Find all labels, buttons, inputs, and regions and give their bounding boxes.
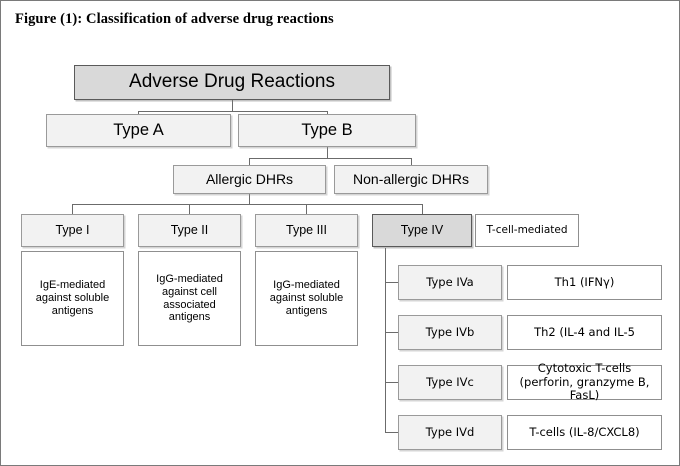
connector-allergic-to-type2 [189, 204, 190, 214]
connector-root-bus [138, 111, 327, 112]
connector-allergic-to-type1 [72, 204, 73, 214]
node-type-4a[interactable]: Type IVa [398, 265, 502, 300]
connector-type4-to-4d [385, 432, 398, 433]
node-type-a[interactable]: Type A [46, 114, 231, 147]
node-type-4b[interactable]: Type IVb [398, 315, 502, 350]
connector-root-to-type-b [327, 111, 328, 115]
node-non-allergic-dhrs[interactable]: Non-allergic DHRs [334, 165, 488, 194]
node-type-4c[interactable]: Type IVc [398, 365, 502, 400]
connector-type4-trunk [385, 248, 386, 433]
connector-type4-to-4b [385, 332, 398, 333]
node-type-4[interactable]: Type IV [372, 214, 472, 247]
node-type-4a-description: Th1 (IFNγ) [507, 265, 662, 300]
node-type-4d[interactable]: Type IVd [398, 415, 502, 450]
connector-typeb-bus [249, 158, 411, 159]
connector-root-to-type-a [138, 111, 139, 115]
figure-title: Figure (1): Classification of adverse dr… [15, 11, 334, 27]
connector-typeb-stem [327, 147, 328, 158]
connector-allergic-bus [72, 204, 422, 205]
connector-root-stem [232, 100, 233, 112]
connector-type4-to-4c [385, 382, 398, 383]
connector-typeb-to-nonallergic [411, 158, 412, 165]
connector-allergic-to-type3 [306, 204, 307, 214]
node-type-4d-description: T-cells (IL-8/CXCL8) [507, 415, 662, 450]
connector-typeb-to-allergic [249, 158, 250, 165]
node-type-3-description: IgG-mediated against soluble antigens [255, 251, 358, 346]
connector-allergic-to-type4 [422, 204, 423, 214]
node-type-1[interactable]: Type I [21, 214, 124, 247]
node-t-cell-mediated[interactable]: T-cell-mediated [475, 214, 579, 247]
node-allergic-dhrs[interactable]: Allergic DHRs [173, 165, 326, 194]
node-type-2[interactable]: Type II [138, 214, 241, 247]
connector-allergic-stem [249, 193, 250, 204]
node-type-2-description: IgG-mediated against cell associated ant… [138, 251, 241, 346]
connector-type4-to-4a [385, 282, 398, 283]
node-type-4b-description: Th2 (IL-4 and IL-5 [507, 315, 662, 350]
node-adverse-drug-reactions[interactable]: Adverse Drug Reactions [74, 65, 390, 100]
node-type-4c-description: Cytotoxic T-cells (perforin, granzyme B,… [507, 361, 662, 402]
node-type-3[interactable]: Type III [255, 214, 358, 247]
node-type-1-description: IgE-mediated against soluble antigens [21, 251, 124, 346]
node-type-b[interactable]: Type B [238, 114, 416, 147]
